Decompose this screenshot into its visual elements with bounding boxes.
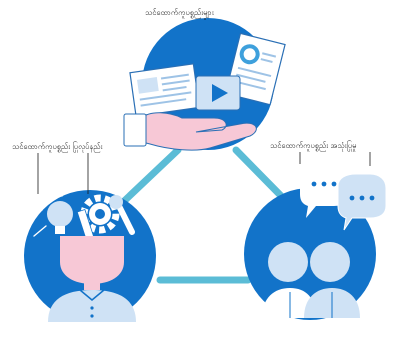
- gear-icon: [80, 194, 120, 234]
- person-thinking-icon: [48, 236, 136, 322]
- idea-spark-icon: [29, 185, 63, 237]
- wrench-icon: [109, 195, 135, 235]
- top-circle-group: [123, 18, 286, 151]
- right-circle-group: [244, 160, 387, 320]
- right-circle: [244, 188, 376, 320]
- label-materials: သင်ထောက်ကူပစ္စည်းများ: [145, 8, 214, 17]
- label-usage: သင်ထောက်ကူပစ္စည်း အသုံးပြုမှု: [270, 141, 357, 150]
- open-hand-icon: [123, 112, 257, 151]
- speech-bubble-second-icon: [337, 173, 387, 231]
- newspaper-icon: [129, 63, 201, 118]
- lightbulb-icon: [47, 201, 73, 234]
- video-card-icon: [195, 75, 241, 111]
- connector-top-left: [116, 146, 182, 209]
- label-making: သင်ထောက်ကူပစ္စည်း ပြုလုပ်နည်း: [12, 142, 103, 151]
- left-circle-group: [24, 185, 156, 322]
- people-icon: [262, 242, 360, 318]
- label-leader-lines: [37, 18, 371, 194]
